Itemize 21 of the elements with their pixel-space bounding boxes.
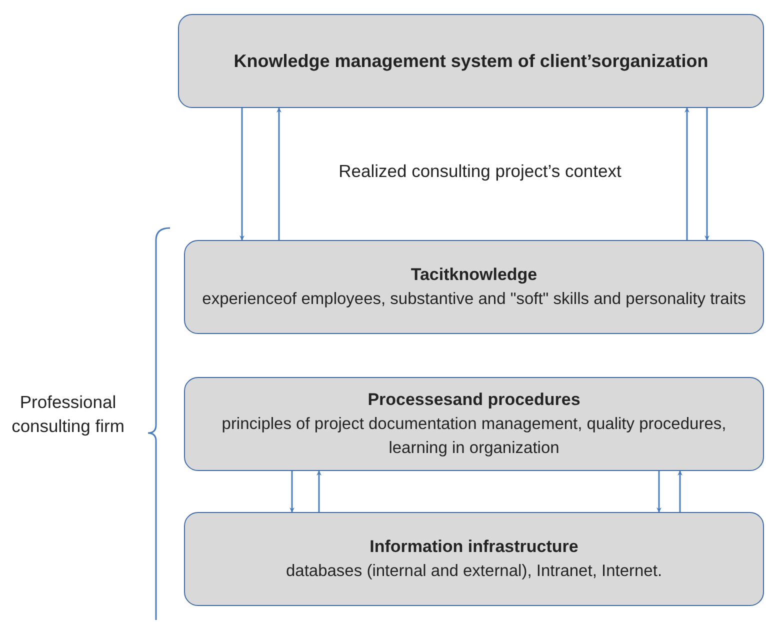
arrow <box>316 470 322 512</box>
arrow <box>290 471 294 512</box>
process-box <box>184 512 764 606</box>
box-heading: Tacitknowledge <box>410 264 538 286</box>
process-box <box>184 377 764 471</box>
context-label: Realized consulting project’s context <box>338 160 622 183</box>
arrow <box>276 108 282 240</box>
box-description: principles of project documentation management, quality procedures, learning in organization <box>220 414 728 459</box>
process-box <box>184 240 764 334</box>
arrow <box>684 108 690 240</box>
box-heading: Information infrastructure <box>370 536 578 558</box>
process-box <box>178 14 764 108</box>
box-heading: Processesand procedures <box>368 389 580 411</box>
arrow <box>656 471 662 512</box>
box-description: databases (internal and external), Intranet, Internet. <box>286 561 662 582</box>
arrow <box>704 108 710 240</box>
arrow <box>678 470 682 512</box>
box-description: experienceof employees, substantive and "soft" skills and personality traits <box>202 289 746 310</box>
side-label: Professional consulting firm <box>10 391 126 438</box>
box-heading: Knowledge management system of client’sorganization <box>234 50 708 73</box>
arrow <box>240 108 244 240</box>
